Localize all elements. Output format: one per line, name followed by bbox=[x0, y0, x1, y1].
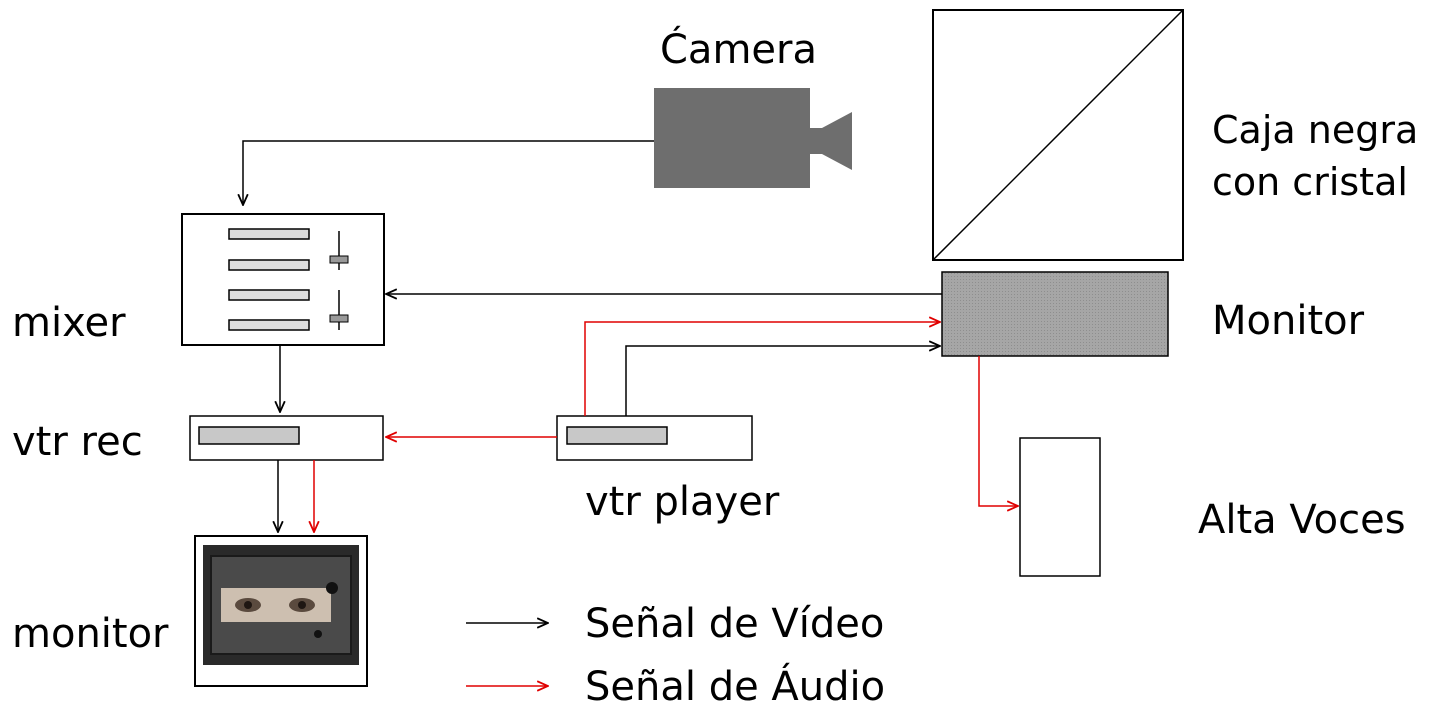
black-box-with-glass bbox=[933, 10, 1183, 260]
monitor-right-label: Monitor bbox=[1212, 298, 1365, 344]
speakers-label: Alta Voces bbox=[1198, 497, 1406, 543]
black-box-label-line1: Caja negra bbox=[1212, 108, 1418, 152]
camera-icon bbox=[654, 88, 852, 188]
monitor-bottom-label: monitor bbox=[12, 611, 169, 657]
speaker-box bbox=[1020, 438, 1100, 576]
camera-label: Ćamera bbox=[660, 25, 817, 73]
vtr-rec-box bbox=[190, 416, 383, 460]
legend-video-label: Señal de Vídeo bbox=[585, 601, 884, 647]
legend: Señal de Vídeo Señal de Áudio bbox=[466, 601, 885, 704]
vtr-rec-label: vtr rec bbox=[12, 419, 143, 465]
mixer-box bbox=[182, 214, 384, 345]
monitor-bottom-photo bbox=[195, 536, 367, 686]
monitor-right bbox=[942, 272, 1168, 356]
vtr-player-box bbox=[557, 416, 752, 460]
vtr-player-label: vtr player bbox=[585, 479, 780, 525]
mixer-label: mixer bbox=[12, 300, 126, 346]
black-box-label-line2: con cristal bbox=[1212, 160, 1408, 204]
legend-audio-label: Señal de Áudio bbox=[585, 662, 885, 704]
